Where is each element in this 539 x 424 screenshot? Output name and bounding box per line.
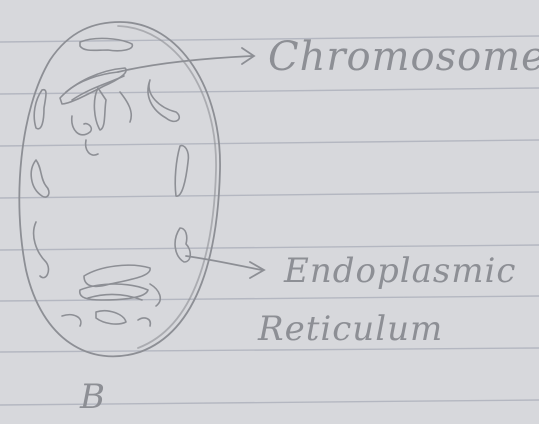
chromosome-cluster: [31, 38, 190, 326]
label-arrows: [118, 48, 264, 278]
label-reticulum: Reticulum: [257, 309, 443, 349]
label-chromosome: Chromosome: [268, 34, 539, 80]
figure-letter: B: [79, 377, 106, 417]
label-endoplasmic: Endoplasmic: [283, 251, 516, 291]
